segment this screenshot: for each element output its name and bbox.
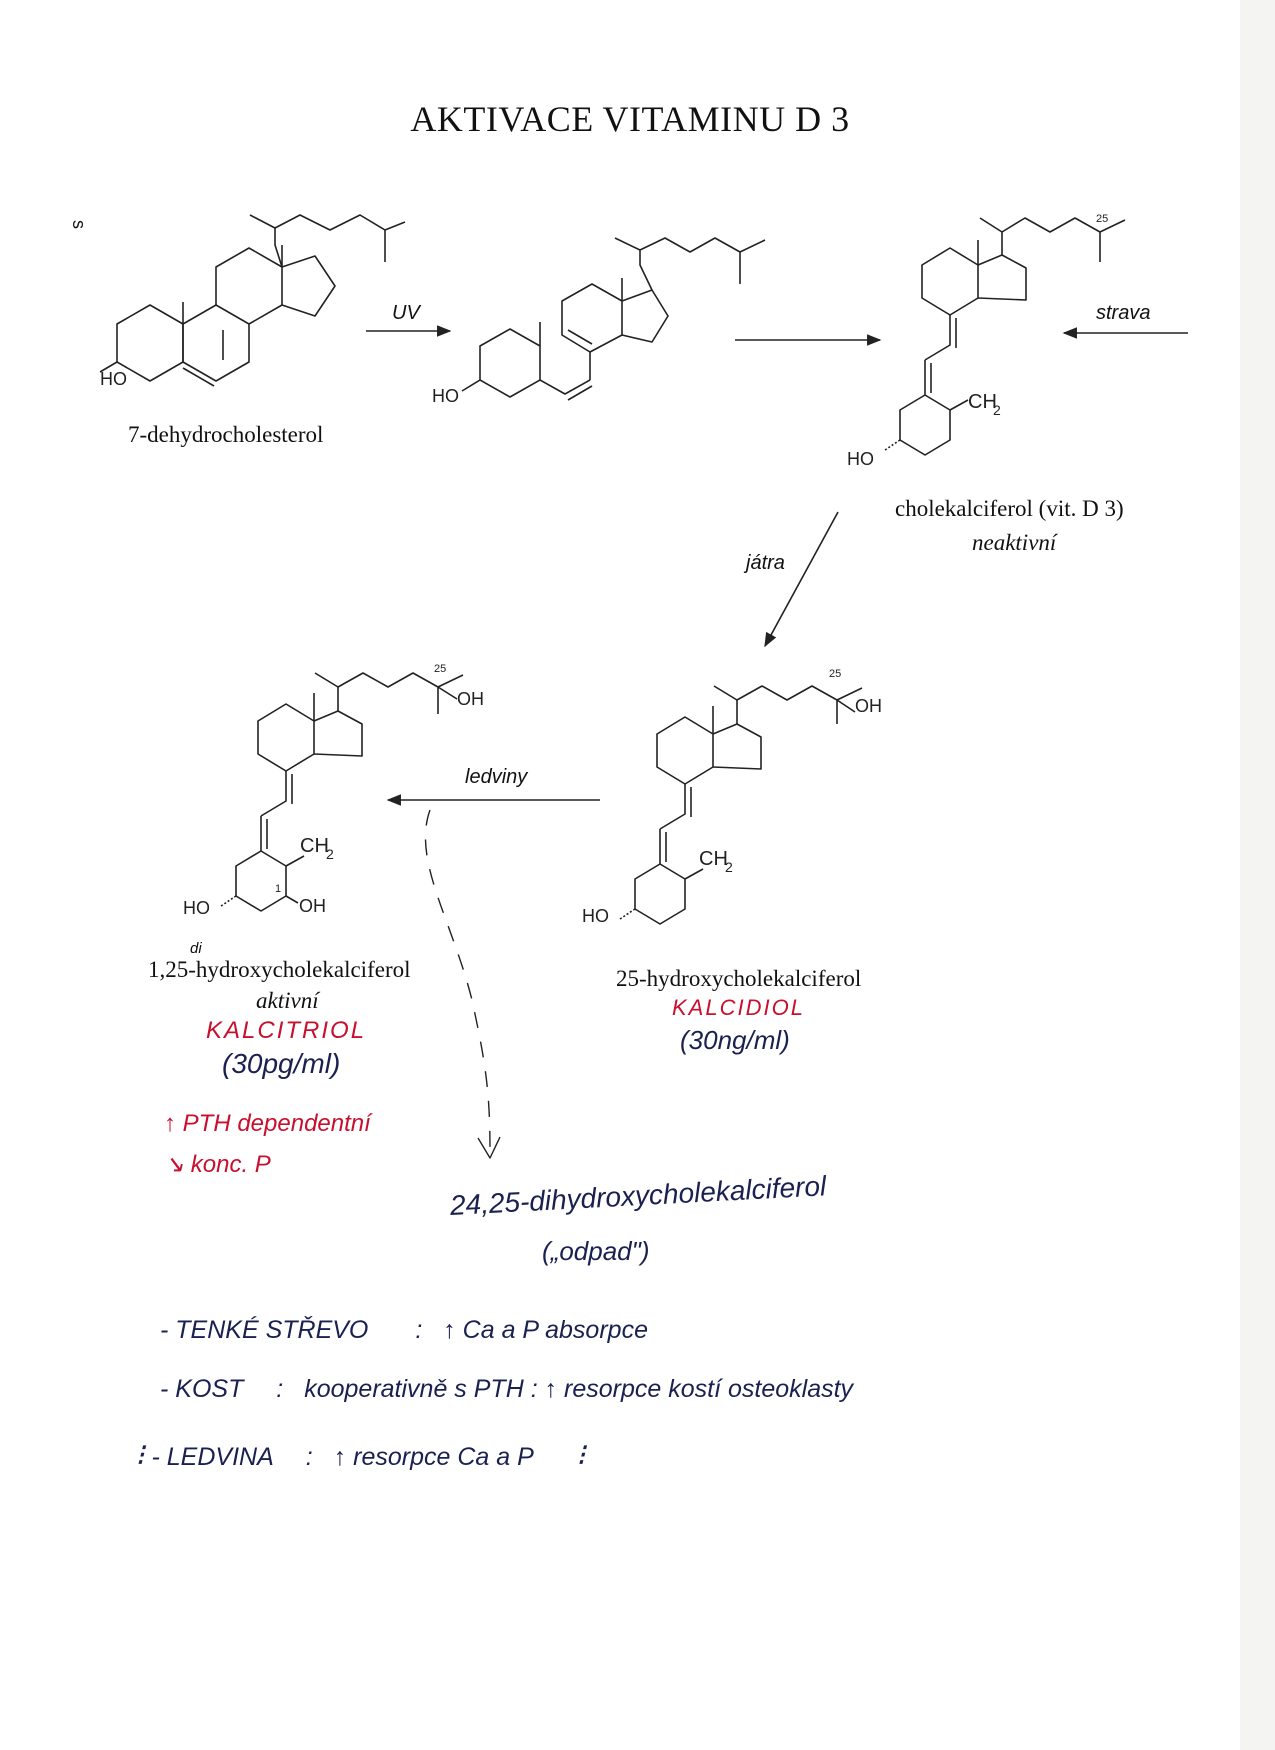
paper-sheet	[0, 0, 1240, 1750]
m4-oh-label: OH	[855, 696, 882, 716]
m1-ho-label: HO	[100, 369, 127, 389]
effect-organ: - LEDVINA	[151, 1443, 273, 1471]
arrow-jatra	[764, 511, 839, 648]
m5-name: 1,25-hydroxycholekalciferol	[148, 957, 411, 982]
molecule-previtamin-d3	[461, 237, 766, 401]
m5-c25-label: 25	[434, 663, 446, 675]
molecule-cholekalciferol	[884, 217, 1126, 456]
m4-c25-label: 25	[829, 668, 841, 680]
effect-separator: :	[305, 1443, 313, 1471]
effect-separator: :	[276, 1375, 284, 1403]
m3-name: cholekalciferol (vit. D 3)	[895, 496, 1124, 521]
molecule-calcitriol	[220, 672, 464, 912]
effect-organ: - KOST	[160, 1375, 244, 1403]
m4-ch2-sub: 2	[725, 859, 733, 875]
m5-c1-label: 1	[275, 883, 281, 895]
arrow-jatra-label: játra	[746, 552, 785, 574]
effect-text: ↑ resorpce Ca a P	[333, 1443, 533, 1471]
molecule-7-dehydrocholesterol	[99, 214, 406, 387]
molecule-25-hydroxycholekalciferol	[619, 685, 863, 925]
arrow-strava-label: strava	[1096, 302, 1151, 324]
effect-text: kooperativně s PTH : ↑ resorpce kostí os…	[304, 1375, 854, 1403]
m5-state: aktivní	[256, 988, 319, 1013]
dihydroxy-odpad: („odpad")	[542, 1236, 650, 1266]
m5-ch2-label: CH	[300, 835, 329, 857]
m4-ch2-label: CH	[699, 848, 728, 870]
kalcidiol-label: KALCIDIOL	[672, 995, 805, 1020]
m5-oh25-label: OH	[457, 689, 484, 709]
m3-ho-label: HO	[847, 449, 874, 469]
dashed-arrow-degradation	[424, 809, 491, 1151]
m3-ch2-sub: 2	[993, 402, 1001, 418]
m4-name: 25-hydroxycholekalciferol	[616, 966, 862, 991]
effect-row-kidney: ⁝ - LEDVINA : ↑ resorpce Ca a P ⁝	[135, 1439, 586, 1472]
page-title: AKTIVACE VITAMINU D 3	[410, 99, 850, 139]
m5-ch2-sub: 2	[326, 846, 334, 862]
m4-ho-label: HO	[582, 906, 609, 926]
effect-organ: - TENKÉ STŘEVO	[160, 1316, 369, 1344]
pth-dependent-note: ↑ PTH dependentní	[164, 1110, 371, 1137]
effect-row-bone: - KOST : kooperativně s PTH : ↑ resorpce…	[160, 1375, 853, 1404]
m3-state: neaktivní	[972, 530, 1057, 555]
effect-text: ↑ Ca a P absorpce	[443, 1316, 648, 1344]
m1-name: 7-dehydrocholesterol	[128, 422, 324, 447]
arrow-uv-label: UV	[392, 302, 420, 324]
effect-separator: :	[415, 1316, 423, 1344]
m2-ho-label: HO	[432, 386, 459, 406]
kalcidiol-concentration: (30ng/ml)	[680, 1025, 790, 1055]
phosphate-note: ↘ konc. P	[164, 1151, 271, 1178]
m3-ch2-label: CH	[968, 391, 997, 413]
m5-oh1-label: OH	[299, 896, 326, 916]
m5-name-insert: di	[190, 940, 202, 957]
m5-ho-label: HO	[183, 898, 210, 918]
effect-row-intestine: - TENKÉ STŘEVO : ↑ Ca a P absorpce	[160, 1316, 648, 1345]
kalcitriol-concentration: (30pg/ml)	[222, 1048, 341, 1079]
arrow-ledviny-label: ledviny	[465, 766, 528, 788]
m3-c25-label: 25	[1096, 213, 1108, 225]
kalcitriol-label: KALCITRIOL	[206, 1017, 367, 1044]
